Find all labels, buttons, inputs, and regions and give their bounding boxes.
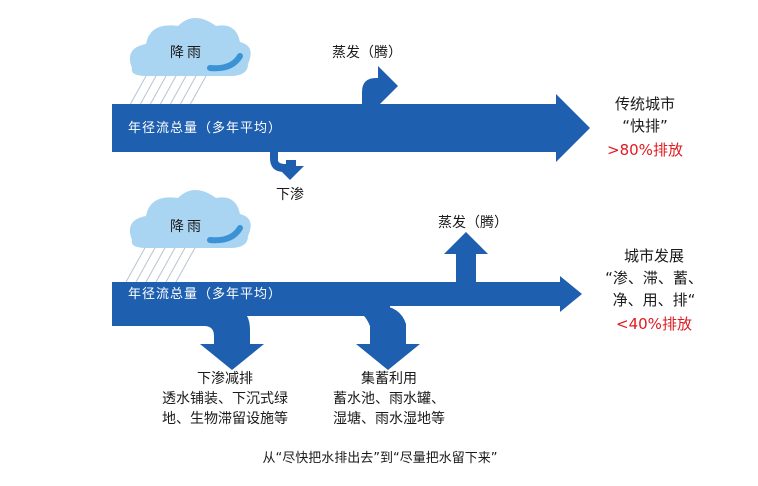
- storage-measures-line1: 蓄水池、雨水罐、: [333, 391, 445, 407]
- runoff-label-top: 年径流总量（多年平均）: [128, 121, 283, 136]
- runoff-arrow-top: [112, 66, 590, 180]
- runoff-label-bottom: 年径流总量（多年平均）: [128, 287, 283, 302]
- rain-label-top: 降雨: [170, 45, 204, 61]
- traditional-city-title: 传统城市: [614, 95, 675, 113]
- runoff-arrow-bottom: [112, 232, 582, 370]
- sponge-principles-line1: “渗、滞、蓄、: [605, 269, 703, 287]
- urban-development-title: 城市发展: [623, 247, 684, 265]
- discharge-rate-bottom: <40%排放: [616, 315, 692, 333]
- storage-measures-line2: 湿塘、雨水湿地等: [333, 411, 445, 427]
- sponge-principles-line2: 净、用、排“: [612, 291, 696, 309]
- infiltration-measures-line2: 地、生物滞留设施等: [162, 411, 288, 427]
- evaporation-label-top: 蒸发（腾）: [332, 45, 402, 61]
- fast-drain-subtitle: “快排”: [622, 117, 668, 135]
- rain-cloud-icon: [129, 18, 251, 76]
- discharge-rate-top: >80%排放: [607, 141, 683, 159]
- infiltration-reduction-title: 下渗减排: [197, 371, 253, 387]
- diagram-caption: 从“尽快把水排出去”到“尽量把水留下来”: [262, 451, 498, 466]
- rain-cloud-icon: [129, 190, 251, 248]
- rain-label-bottom: 降雨: [170, 219, 204, 235]
- storage-utilization-title: 集蓄利用: [361, 371, 417, 387]
- evaporation-label-bottom: 蒸发（腾）: [438, 215, 508, 231]
- infiltration-measures-line1: 透水铺装、下沉式绿: [162, 391, 288, 407]
- infiltration-label-top: 下渗: [276, 187, 304, 203]
- rain-lines-bottom: [125, 245, 197, 283]
